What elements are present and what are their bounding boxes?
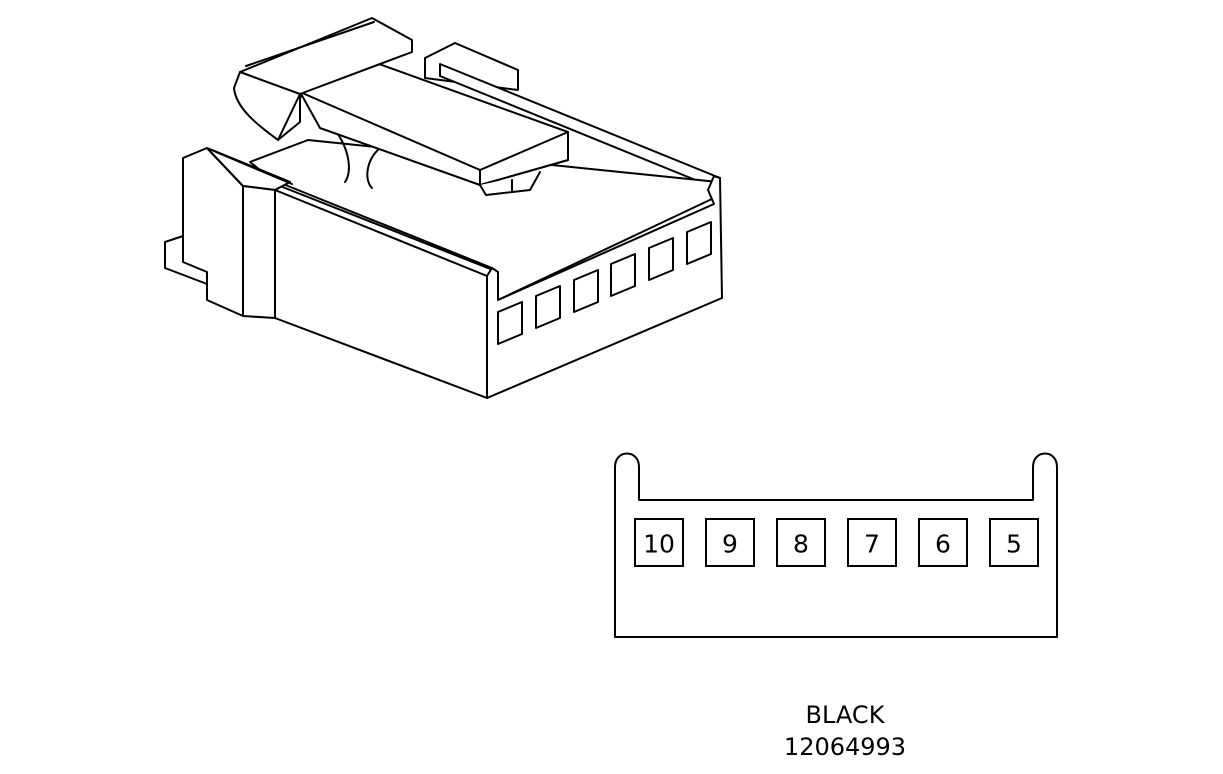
cavity-curve-right [366,147,381,189]
pin-cavities: 10 9 8 7 6 5 [634,518,1039,567]
pin-number: 8 [793,530,809,559]
pin-cavity [634,518,684,567]
left-end-block [164,147,293,319]
connector-color-label: BLACK [805,701,885,729]
pin-cavity [705,518,755,567]
pin-number: 7 [864,530,880,559]
pin-number: 6 [935,530,951,559]
pin-cavity [918,518,968,567]
lever-grip [233,17,413,141]
pin-number: 10 [643,530,675,559]
pin-cavity [776,518,826,567]
pin-cavity [847,518,897,567]
pin-number: 5 [1006,530,1022,559]
pin-cavity [989,518,1039,567]
rear-latch-block [424,42,721,191]
isometric-terminal-windows [497,221,712,345]
locking-lever [299,59,569,196]
connector-face-view [614,452,1058,638]
connector-part-number: 12064993 [783,733,907,761]
pin-number: 9 [722,530,738,559]
